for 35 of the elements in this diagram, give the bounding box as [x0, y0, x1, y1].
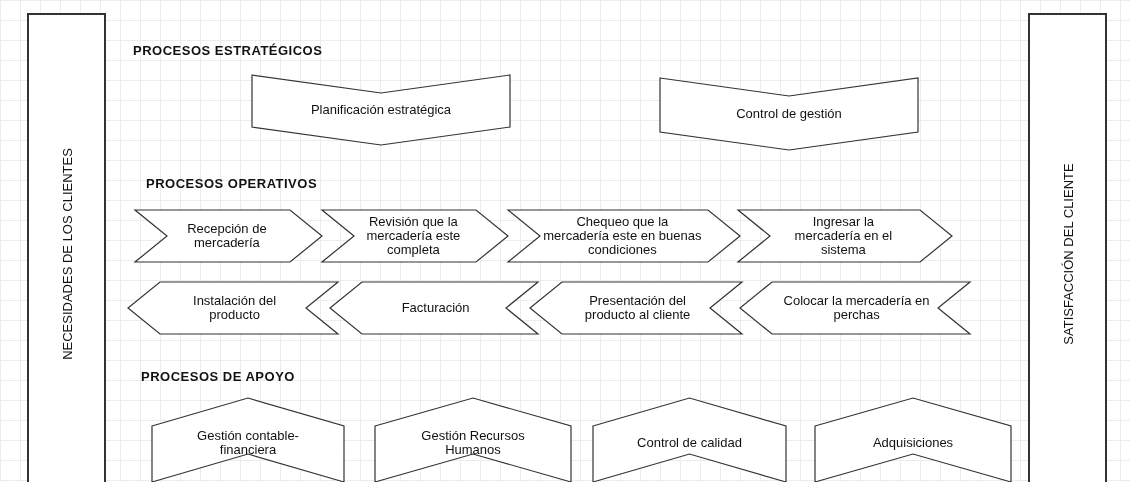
process-step-shape [815, 398, 1011, 482]
process-step-shape [252, 75, 510, 145]
process-step-shape [135, 210, 322, 262]
section-heading: PROCESOS OPERATIVOS [146, 176, 318, 191]
process-step-shape [740, 282, 970, 334]
process-label: Gestión Recursos Humanos [420, 428, 526, 458]
process-label: Adquisiciones [871, 434, 955, 452]
side-band [28, 14, 105, 482]
process-label: Planificación estratégica [309, 101, 453, 119]
process-label: Gestión contable-financiera [196, 428, 300, 458]
process-step-shape [152, 398, 344, 482]
side-band [1029, 14, 1106, 482]
process-label: Colocar la mercadería en perchas [782, 292, 931, 324]
process-step-shape [375, 398, 571, 482]
process-label: Facturación [400, 299, 471, 317]
process-label: Chequeo que la mercadería este en buenas condiciones [542, 214, 703, 258]
process-step-shape [530, 282, 742, 334]
band-label: NECESIDADES DE LOS CLIENTES [59, 148, 74, 360]
band-label: SATISFACCIÓN DEL CLIENTE [1060, 163, 1075, 345]
process-step-shape [330, 282, 538, 334]
process-label: Revisión que la mercadería este completa [365, 214, 462, 258]
process-label: Control de calidad [636, 434, 743, 452]
process-label: Presentación del producto al cliente [583, 292, 692, 324]
process-label: Instalación del producto [192, 292, 278, 324]
process-step-shape [593, 398, 786, 482]
process-label: Recepción de mercadería [186, 220, 268, 252]
section-heading: PROCESOS DE APOYO [141, 369, 295, 384]
process-label: Ingresar la mercadería en el sistema [793, 214, 894, 258]
process-step-shape [660, 78, 918, 150]
process-step-shape [738, 210, 952, 262]
process-label: Control de gestión [735, 105, 843, 123]
process-step-shape [322, 210, 508, 262]
process-step-shape [508, 210, 740, 262]
process-step-shape [128, 282, 338, 334]
section-heading: PROCESOS ESTRATÉGICOS [133, 43, 323, 58]
